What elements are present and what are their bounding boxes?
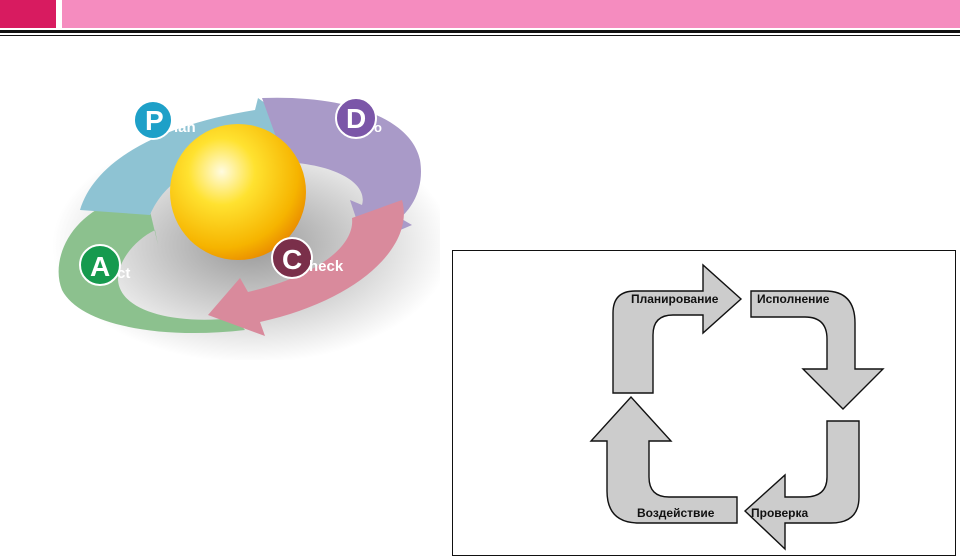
act-cycle-arrow xyxy=(589,395,738,524)
check-arrow-segment xyxy=(208,200,404,336)
act-cycle-label: Воздействие xyxy=(637,506,715,520)
header-gap xyxy=(56,0,62,28)
do-rest-text: o xyxy=(374,120,382,135)
plan-rest-text: lan xyxy=(174,119,196,136)
pdca-wheel: P lan D o C heck A ct xyxy=(52,97,440,360)
header-rule-thin xyxy=(0,35,960,36)
cycle-diagram: Планирование Исполнение Проверка Воздейс… xyxy=(589,263,885,551)
act-arrow-segment xyxy=(58,190,245,334)
check-initial-letter: C xyxy=(282,244,302,275)
do-cycle-arrow xyxy=(750,290,885,410)
header-accent-block xyxy=(0,0,56,28)
cycle-diagram-frame: Планирование Исполнение Проверка Воздейс… xyxy=(452,250,956,556)
do-badge xyxy=(335,97,377,139)
header-bar xyxy=(0,0,960,36)
plan-badge xyxy=(133,100,173,140)
act-label: A ct xyxy=(79,244,130,286)
check-label: C heck xyxy=(271,237,344,279)
do-initial-letter: D xyxy=(346,103,366,134)
act-initial-letter: A xyxy=(90,251,110,282)
act-rest-text: ct xyxy=(117,265,130,282)
plan-label: P lan xyxy=(133,100,196,140)
do-label: D o xyxy=(335,97,382,139)
plan-cycle-label: Планирование xyxy=(631,292,719,306)
header-pink-band xyxy=(62,0,960,28)
check-rest-text: heck xyxy=(309,258,344,275)
act-badge xyxy=(79,244,121,286)
plan-initial-letter: P xyxy=(145,105,164,136)
check-cycle-arrow xyxy=(743,420,860,551)
plan-cycle-arrow xyxy=(612,263,743,394)
do-cycle-label: Исполнение xyxy=(757,292,830,306)
check-cycle-label: Проверка xyxy=(751,506,809,520)
yellow-sphere xyxy=(170,124,306,260)
check-badge xyxy=(271,237,313,279)
header-rule-thick xyxy=(0,30,960,33)
